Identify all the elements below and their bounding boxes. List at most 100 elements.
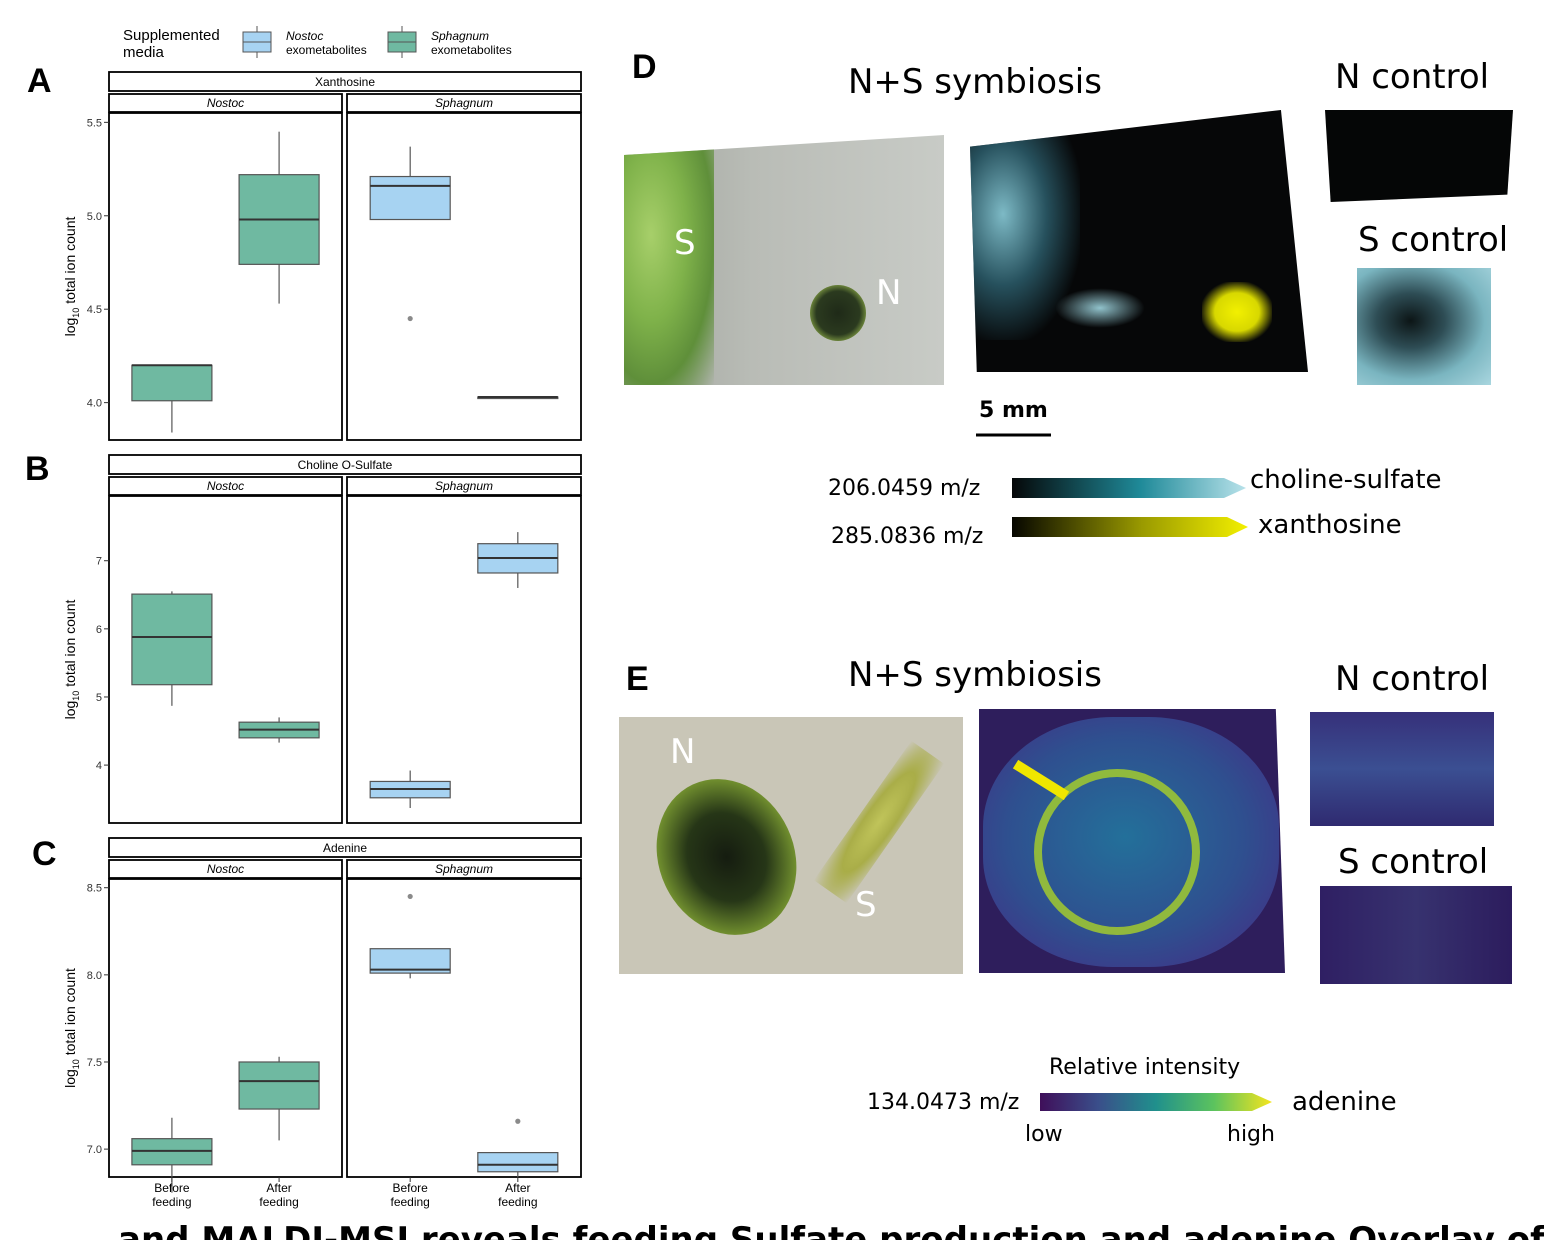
panel-letter-a: A bbox=[27, 62, 52, 100]
panel-e-n-control-title: N control bbox=[1335, 659, 1490, 699]
panel-e-n-control-image bbox=[1310, 712, 1494, 826]
panel-d-msi-image bbox=[970, 110, 1308, 372]
boxplot-figure: Supplemented media Nostoc exometabolites… bbox=[62, 26, 582, 1209]
panel-e-s-control-title: S control bbox=[1338, 842, 1489, 882]
strip-box bbox=[108, 454, 582, 475]
box-3 bbox=[477, 396, 559, 400]
facet-strip-box bbox=[108, 859, 343, 879]
caption-fragment: and MALDI-MSI reveals feeding Sulfate pr… bbox=[118, 1220, 1544, 1240]
legend-key-sphagnum bbox=[387, 26, 417, 58]
box-iqr bbox=[238, 1061, 320, 1110]
x-tick-label: feeding bbox=[152, 1195, 191, 1209]
colorbar-choline-name: choline-sulfate bbox=[1250, 465, 1442, 495]
y-tick-label: 6 bbox=[96, 624, 102, 636]
outlier-point bbox=[407, 893, 413, 900]
panel-e-msi-image bbox=[979, 709, 1285, 973]
strip-box bbox=[108, 837, 582, 858]
x-tick-label: feeding bbox=[390, 1195, 429, 1209]
facet-label: Sphagnum bbox=[435, 479, 493, 493]
box-0 bbox=[131, 364, 213, 433]
y-axis-label: log10 total ion count bbox=[62, 217, 81, 337]
y-tick-label: 4 bbox=[96, 760, 102, 772]
mz-label-xanthosine: 285.0836 m/z bbox=[831, 524, 984, 549]
photo-e-label-s: S bbox=[855, 885, 877, 925]
box-0 bbox=[131, 1117, 213, 1193]
scale-bar bbox=[976, 433, 1051, 437]
x-tick-label: After bbox=[505, 1181, 530, 1195]
facet-label: Nostoc bbox=[207, 479, 244, 493]
y-tick-label: 7.0 bbox=[87, 1144, 102, 1156]
legend-sphagnum-label: Sphagnum bbox=[431, 29, 489, 43]
box-iqr bbox=[477, 1152, 559, 1173]
legend-title-line1: Supplemented bbox=[123, 27, 220, 44]
box-iqr bbox=[369, 175, 451, 221]
facet-label: Sphagnum bbox=[435, 862, 493, 876]
facet-strip-box bbox=[346, 93, 582, 113]
facet-plot-area bbox=[346, 112, 582, 441]
colorbar-title-relative-intensity: Relative intensity bbox=[1049, 1055, 1241, 1080]
box-1 bbox=[238, 131, 320, 304]
choline-signal-mid bbox=[1055, 288, 1145, 328]
y-tick-label: 8.0 bbox=[87, 970, 102, 982]
panel-letter-b: B bbox=[25, 450, 50, 488]
facet-label: Nostoc bbox=[207, 862, 244, 876]
panel-letter-c: C bbox=[32, 835, 57, 873]
strip-label: Xanthosine bbox=[315, 75, 375, 89]
legend-key-nostoc bbox=[242, 26, 272, 58]
x-tick-label: feeding bbox=[498, 1195, 537, 1209]
box-3 bbox=[477, 1118, 559, 1177]
strip-label: Adenine bbox=[323, 841, 367, 855]
facet-plot-area bbox=[346, 878, 582, 1178]
panel-e-photo: N S bbox=[619, 717, 963, 974]
colorbar-choline-sulfate bbox=[1012, 478, 1246, 498]
y-tick-label: 7.5 bbox=[87, 1057, 102, 1069]
colorbar-high-label: high bbox=[1227, 1122, 1275, 1147]
outlier-point bbox=[407, 315, 413, 322]
facet-label: Nostoc bbox=[207, 96, 244, 110]
y-tick-label: 5.5 bbox=[87, 117, 102, 129]
x-tick-label: feeding bbox=[259, 1195, 298, 1209]
panel-d-n-control-image bbox=[1325, 110, 1513, 202]
x-tick-label: Before bbox=[154, 1181, 190, 1195]
box-iqr bbox=[131, 593, 213, 686]
panel-d-s-control-title: S control bbox=[1358, 220, 1509, 260]
sphagnum-strand bbox=[813, 740, 945, 904]
scale-bar-label: 5 mm bbox=[979, 398, 1048, 423]
legend: Supplemented media Nostoc exometabolites… bbox=[123, 26, 512, 61]
x-tick-label: After bbox=[266, 1181, 291, 1195]
colorbar-xanthosine bbox=[1012, 517, 1248, 537]
box-2 bbox=[369, 770, 451, 809]
box-2 bbox=[369, 146, 451, 322]
facet-plot-area bbox=[108, 878, 343, 1178]
nostoc-colony-e bbox=[631, 755, 822, 959]
mz-label-adenine: 134.0473 m/z bbox=[867, 1090, 1020, 1115]
colorbar-xanthosine-name: xanthosine bbox=[1258, 510, 1402, 540]
y-tick-label: 4.5 bbox=[87, 304, 102, 316]
nostoc-colony bbox=[810, 285, 866, 341]
strip-box bbox=[108, 71, 582, 92]
legend-nostoc-sub: exometabolites bbox=[286, 43, 367, 57]
x-tick-label: Before bbox=[393, 1181, 429, 1195]
outlier-point bbox=[515, 1118, 521, 1124]
y-axis-label: log10 total ion count bbox=[62, 600, 81, 720]
box-iqr bbox=[131, 364, 213, 402]
strip-label: Choline O-Sulfate bbox=[298, 458, 393, 472]
facet-strip-box bbox=[346, 859, 582, 879]
legend-nostoc-label: Nostoc bbox=[286, 29, 323, 43]
panel-d-n-control-title: N control bbox=[1335, 57, 1490, 97]
colorbar-low-label: low bbox=[1025, 1122, 1063, 1147]
y-tick-label: 5.0 bbox=[87, 211, 102, 223]
xanthosine-signal bbox=[1202, 282, 1272, 342]
photo-d-label-n: N bbox=[876, 273, 902, 313]
y-tick-label: 8.5 bbox=[87, 883, 102, 895]
colorbar-adenine bbox=[1040, 1093, 1272, 1111]
facet-strip-box bbox=[346, 476, 582, 496]
adenine-hotspot-ring bbox=[1034, 769, 1200, 935]
y-tick-label: 4.0 bbox=[87, 398, 102, 410]
y-axis-label: log10 total ion count bbox=[62, 968, 81, 1088]
photo-e-label-n: N bbox=[670, 732, 696, 772]
box-1 bbox=[238, 717, 320, 743]
